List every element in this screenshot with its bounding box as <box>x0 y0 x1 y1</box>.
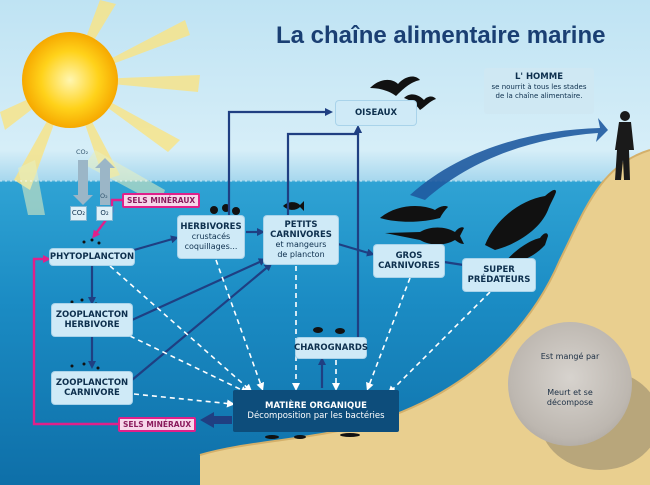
legend-decompose-line2: décompose <box>546 398 594 407</box>
node-zooc-label1: ZOOPLANCTON <box>55 378 129 388</box>
node-herbivores-label: HERBIVORES <box>180 222 242 232</box>
node-phytoplancton: PHYTOPLANCTON <box>50 249 134 265</box>
shellfish-icon <box>210 204 240 215</box>
homme-title: L' HOMME <box>514 72 564 82</box>
eaten-arrows <box>88 108 473 428</box>
node-gros-label1: GROS <box>395 251 423 261</box>
node-super-label1: SUPER <box>483 265 515 275</box>
sun-icon <box>22 32 118 128</box>
node-petits-carnivores: PETITS CARNIVORES et mangeurs de plancto… <box>264 216 338 264</box>
bird-icon <box>370 76 436 110</box>
node-petits-sub2: de plancton <box>277 250 325 259</box>
node-herbivores-sub2: coquillages... <box>184 242 238 251</box>
homme-info-box: L' HOMME se nourrit à tous les stades de… <box>484 68 594 114</box>
co2-box: CO₂ <box>70 206 87 221</box>
node-super-predateurs: SUPER PRÉDATEURS <box>463 259 535 291</box>
node-matiere-organique: MATIÈRE ORGANIQUE Décomposition par les … <box>233 390 399 432</box>
sels-mineraux-top: SELS MINÉRAUX <box>122 193 201 208</box>
sels-mineraux-bottom: SELS MINÉRAUX <box>118 417 197 432</box>
node-charognards: CHAROGNARDS <box>293 338 369 358</box>
o2-box: O₂ <box>96 206 113 221</box>
node-petits-sub1: et mangeurs <box>275 240 327 249</box>
node-herbivores: HERBIVORES crustacés coquillages... <box>178 216 244 258</box>
node-oiseaux-label: OISEAUX <box>354 108 398 118</box>
scavenger-crab-icon <box>313 327 345 334</box>
node-gros-carnivores: GROS CARNIVORES <box>374 245 444 277</box>
swordfish-icon <box>385 227 464 245</box>
legend: Est mangé par Meurt et se décompose <box>508 322 632 446</box>
gas-arrows <box>73 158 115 205</box>
node-mo-sub: Décomposition par les bactéries <box>247 411 385 421</box>
page-title: La chaîne alimentaire marine <box>276 22 606 49</box>
node-gros-label2: CARNIVORES <box>378 261 440 271</box>
node-zooc-label2: CARNIVORE <box>64 388 120 398</box>
o2-top-label: O₂ <box>100 192 108 200</box>
node-zooh-label2: HERBIVORE <box>64 320 120 330</box>
node-oiseaux: OISEAUX <box>336 101 416 125</box>
node-petits-label1: PETITS <box>284 220 318 230</box>
homme-line2: de la chaîne alimentaire. <box>495 92 583 100</box>
node-super-label2: PRÉDATEURS <box>467 275 531 285</box>
arrow-to-man <box>410 118 608 200</box>
man-icon <box>615 111 634 180</box>
node-phytoplancton-label: PHYTOPLANCTON <box>49 252 135 262</box>
homme-line1: se nourrit à tous les stades <box>491 83 587 91</box>
fish-icon <box>283 201 304 211</box>
node-petits-label2: CARNIVORES <box>270 230 332 240</box>
shark-icon <box>505 233 548 263</box>
dolphin-icon <box>380 206 448 222</box>
legend-decompose-line1: Meurt et se <box>547 388 593 397</box>
node-mo-title: MATIÈRE ORGANIQUE <box>265 401 367 411</box>
node-zooplancton-herbivore: ZOOPLANCTON HERBIVORE <box>52 304 132 336</box>
whale-icon <box>485 189 556 250</box>
node-zooplancton-carnivore: ZOOPLANCTON CARNIVORE <box>52 372 132 404</box>
co2-top-label: CO₂ <box>76 148 89 156</box>
decompose-arrows <box>109 259 491 408</box>
plankton-icon <box>70 238 101 370</box>
legend-eaten-label: Est mangé par <box>540 352 600 361</box>
node-zooh-label1: ZOOPLANCTON <box>55 310 129 320</box>
node-herbivores-sub1: crustacés <box>191 232 231 241</box>
node-charognards-label: CHAROGNARDS <box>293 343 369 353</box>
debris-icon <box>265 433 360 439</box>
